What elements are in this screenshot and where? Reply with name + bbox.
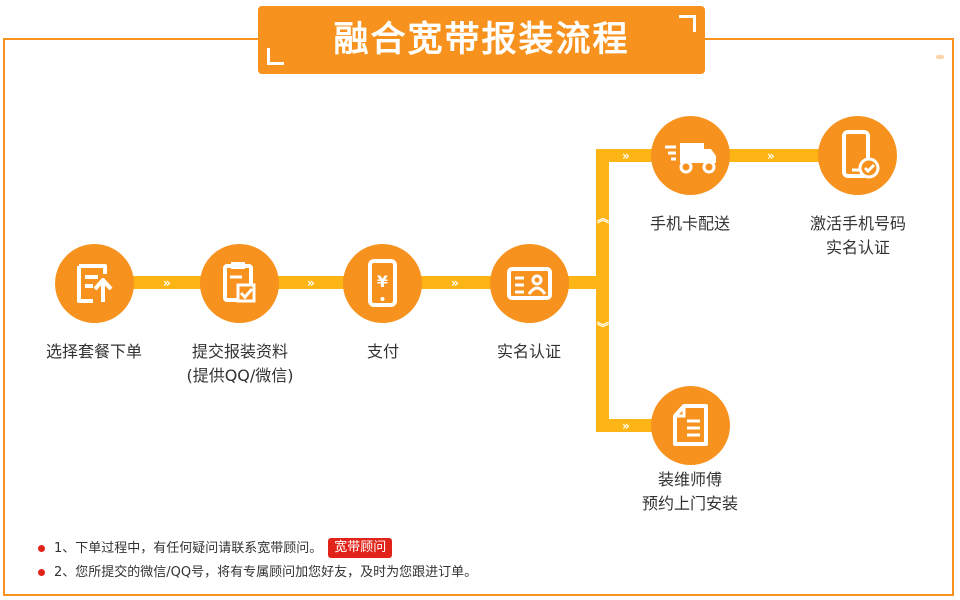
step-label-realname: 实名认证 (496, 342, 561, 361)
title-corner-bottom-left (267, 48, 284, 65)
flow-frame (3, 38, 954, 596)
delivery-truck-icon (651, 116, 730, 195)
step-label-select-package: 选择套餐下单 (45, 342, 142, 361)
double-chevron-icon: » (767, 149, 775, 163)
double-chevron-up-icon: ︽ (597, 211, 610, 225)
double-chevron-icon: » (163, 276, 171, 290)
bullet-dot (38, 545, 45, 552)
broadband-advisor-button[interactable]: 宽带顾问 (328, 538, 393, 558)
svg-text:¥: ¥ (377, 272, 388, 291)
title-banner: 融合宽带报装流程 (258, 6, 705, 74)
double-chevron-icon: » (451, 276, 459, 290)
double-chevron-down-icon: ︾ (597, 321, 610, 335)
id-card-icon (490, 244, 569, 323)
step-label-sim-delivery: 手机卡配送 (649, 214, 730, 233)
step-label-pay: 支付 (366, 342, 399, 361)
double-chevron-icon: » (307, 276, 315, 290)
note-text-2: 2、您所提交的微信/QQ号，将有专属顾问加您好友，及时为您跟进订单。 (54, 565, 478, 580)
note-text-1: 1、下单过程中，有任何疑问请联系宽带顾问。 (54, 541, 323, 556)
title-corner-top-right (679, 15, 696, 32)
bullet-dot (38, 569, 45, 576)
connector-vertical (596, 149, 609, 432)
step-label-submit-info: 提交报装资料 (提供QQ/微信) (186, 342, 294, 385)
phone-yuan-icon: ¥ (343, 244, 422, 323)
clipboard-check-icon (200, 244, 279, 323)
note-item: 1、下单过程中，有任何疑问请联系宽带顾问。宽带顾问 (38, 537, 477, 561)
step-label-activate: 激活手机号码 实名认证 (809, 214, 906, 257)
decoration (936, 55, 944, 59)
checklist-icon (651, 386, 730, 465)
double-chevron-icon: » (622, 149, 630, 163)
phone-check-icon (818, 116, 897, 195)
document-upload-icon (55, 244, 134, 323)
note-item: 2、您所提交的微信/QQ号，将有专属顾问加您好友，及时为您跟进订单。 (38, 561, 477, 585)
page-title: 融合宽带报装流程 (333, 20, 630, 60)
notes: 1、下单过程中，有任何疑问请联系宽带顾问。宽带顾问 2、您所提交的微信/QQ号，… (38, 537, 477, 585)
double-chevron-icon: » (622, 419, 630, 433)
step-label-install: 装维师傅 预约上门安装 (641, 470, 738, 513)
